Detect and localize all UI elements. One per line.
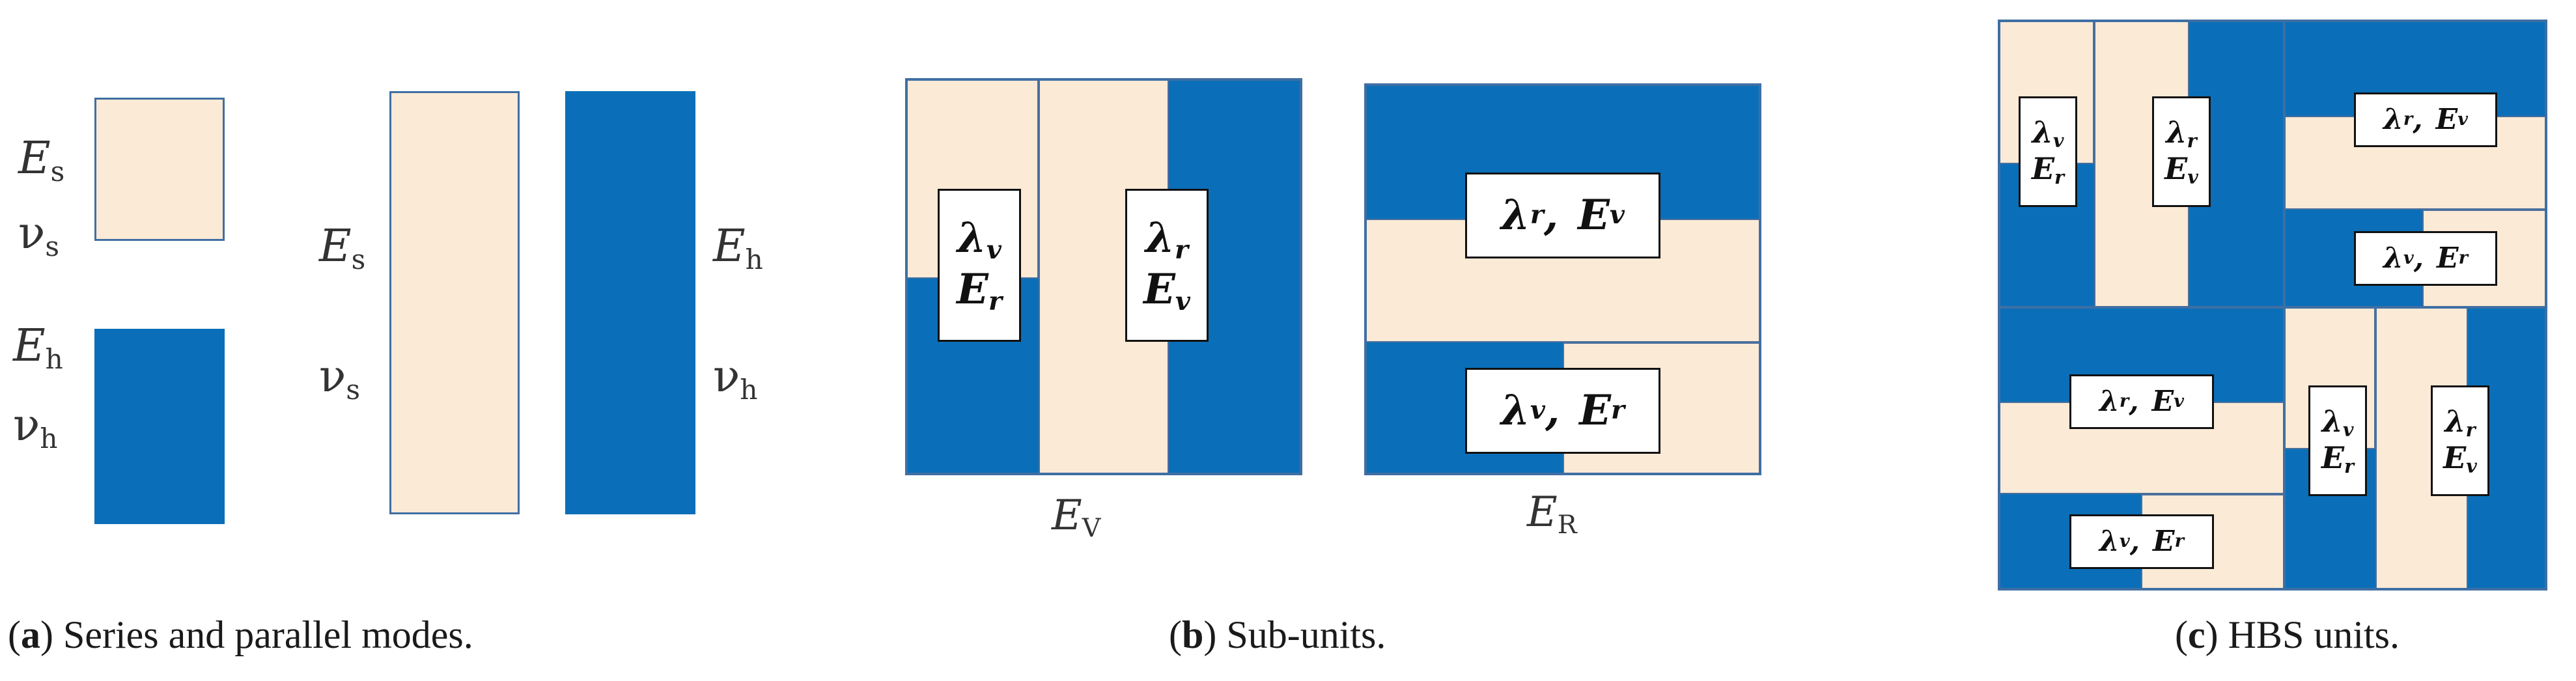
series-hard-poisson: νh: [13, 400, 58, 454]
parallel-hard-poisson: νh: [713, 351, 758, 406]
caption-c: (c) HBS units.: [2175, 613, 2400, 656]
series-soft-block: [94, 98, 225, 241]
series-soft-poisson: νs: [18, 208, 59, 262]
q3-cell-middle-soft: [1998, 402, 2284, 494]
ev-label-right: λr Ev: [1125, 189, 1209, 342]
ev-label-left: λv Er: [938, 189, 1021, 342]
caption-b: (b) Sub-units.: [1169, 613, 1386, 656]
parallel-hard-block: [565, 91, 695, 514]
caption-a: (a) Series and parallel modes.: [8, 613, 473, 656]
q4-label-right: λr Ev: [2431, 385, 2489, 496]
er-axis-label: ER: [1527, 488, 1577, 540]
q1-label-right: λr Ev: [2152, 96, 2211, 207]
series-hard-modulus: Eh: [13, 320, 63, 375]
parallel-soft-poisson: νs: [319, 351, 360, 406]
parallel-soft-block: [389, 91, 520, 514]
series-hard-block: [94, 329, 225, 524]
q4-label-left: λv Er: [2308, 385, 2367, 496]
series-soft-modulus: Es: [18, 133, 65, 188]
parallel-hard-modulus: Eh: [713, 221, 763, 275]
parallel-soft-modulus: Es: [319, 221, 366, 275]
q1-label-left: λv Er: [2019, 96, 2077, 207]
ev-axis-label: EV: [1052, 492, 1101, 544]
